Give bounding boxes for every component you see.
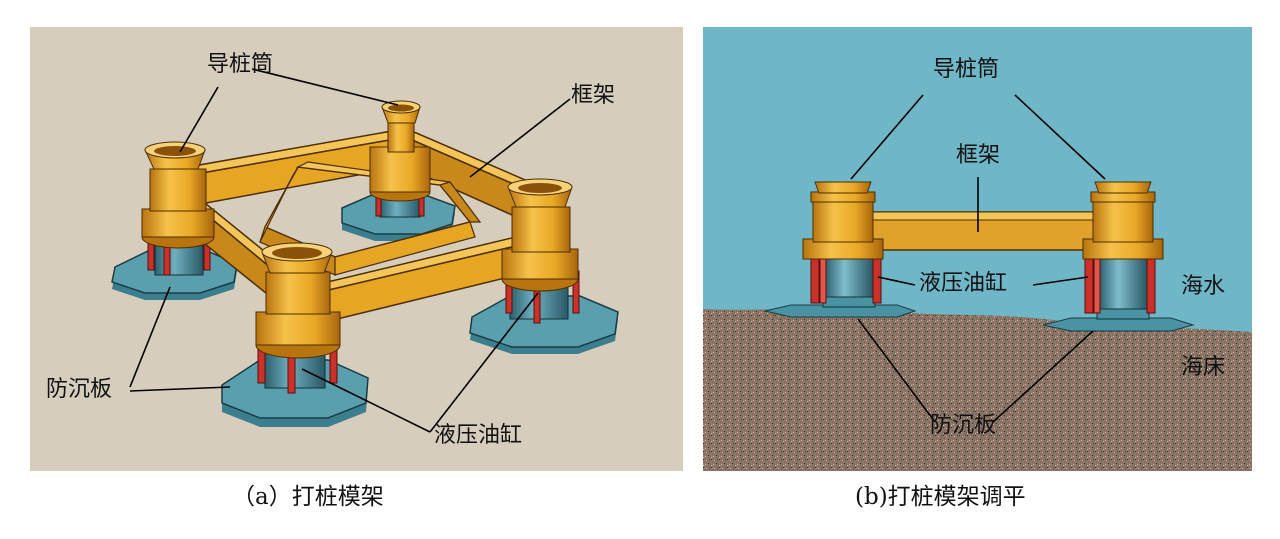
label-seabed: 海床 — [1181, 355, 1226, 380]
guide-pile-tube-back — [369, 100, 431, 202]
label-frame: 框架 — [956, 143, 1001, 168]
guide-pile-tube-right — [501, 178, 579, 292]
label-seawater: 海水 — [1181, 274, 1226, 299]
label-frame: 框架 — [571, 83, 616, 108]
panel-a-pile-template: 导桩筒 框架 防沉板 液压油缸 — [30, 27, 683, 471]
leader-lines-b — [850, 94, 1106, 423]
caption-a: （a）打桩模架 — [232, 484, 384, 510]
caption-b: (b)打桩模架调平 — [855, 484, 1026, 510]
anti-sink-plate-right — [1042, 317, 1195, 332]
panel-b-leveling: 导桩筒 框架 液压油缸 海水 海床 防沉板 — [703, 27, 1252, 471]
label-anti-sink-plate: 防沉板 — [930, 413, 997, 438]
pile-template-illustration — [111, 68, 619, 433]
label-anti-sink-plate: 防沉板 — [46, 377, 113, 402]
label-hydraulic-cylinder: 液压油缸 — [434, 423, 523, 448]
anti-sink-plate-left — [764, 304, 917, 318]
seabed-ground — [703, 308, 1252, 471]
leader-lines-a — [129, 68, 571, 433]
leveling-illustration — [703, 94, 1252, 471]
hydraulic-assembly-left — [810, 256, 882, 308]
frame-beam — [862, 211, 1104, 251]
guide-pile-tube-left — [802, 181, 884, 260]
label-guide-pile-tube: 导桩筒 — [933, 57, 1000, 82]
guide-pile-tube-right — [1082, 181, 1164, 260]
guide-pile-tube-left — [141, 141, 215, 249]
label-hydraulic-cylinder: 液压油缸 — [919, 271, 1008, 296]
hydraulic-assembly-right — [1084, 256, 1156, 320]
guide-pile-tube-front — [255, 242, 341, 359]
label-guide-pile-tube: 导桩筒 — [207, 52, 274, 77]
